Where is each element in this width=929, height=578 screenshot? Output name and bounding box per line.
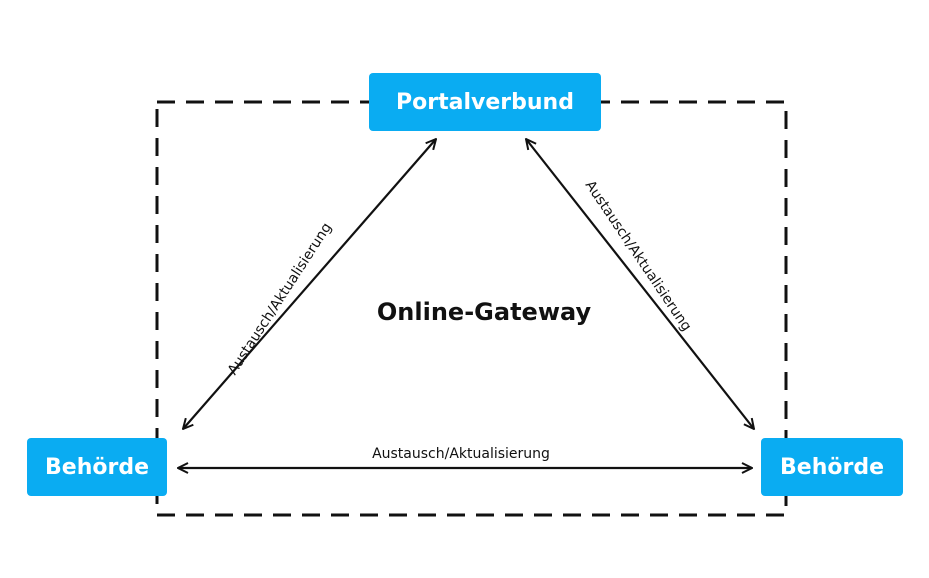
arrow-top-to-right [526, 139, 754, 429]
arrow-left-to-top [183, 139, 436, 429]
node-portalverbund-label: Portalverbund [396, 89, 574, 115]
node-behoerde-left: Behörde [27, 438, 167, 496]
node-portalverbund: Portalverbund [369, 73, 601, 131]
node-behoerde-right: Behörde [761, 438, 903, 496]
node-behoerde-right-label: Behörde [780, 454, 884, 480]
online-gateway-label: Online-Gateway [376, 298, 592, 326]
node-behoerde-left-label: Behörde [45, 454, 149, 480]
edge-label-bottom: Austausch/Aktualisierung [372, 446, 550, 462]
